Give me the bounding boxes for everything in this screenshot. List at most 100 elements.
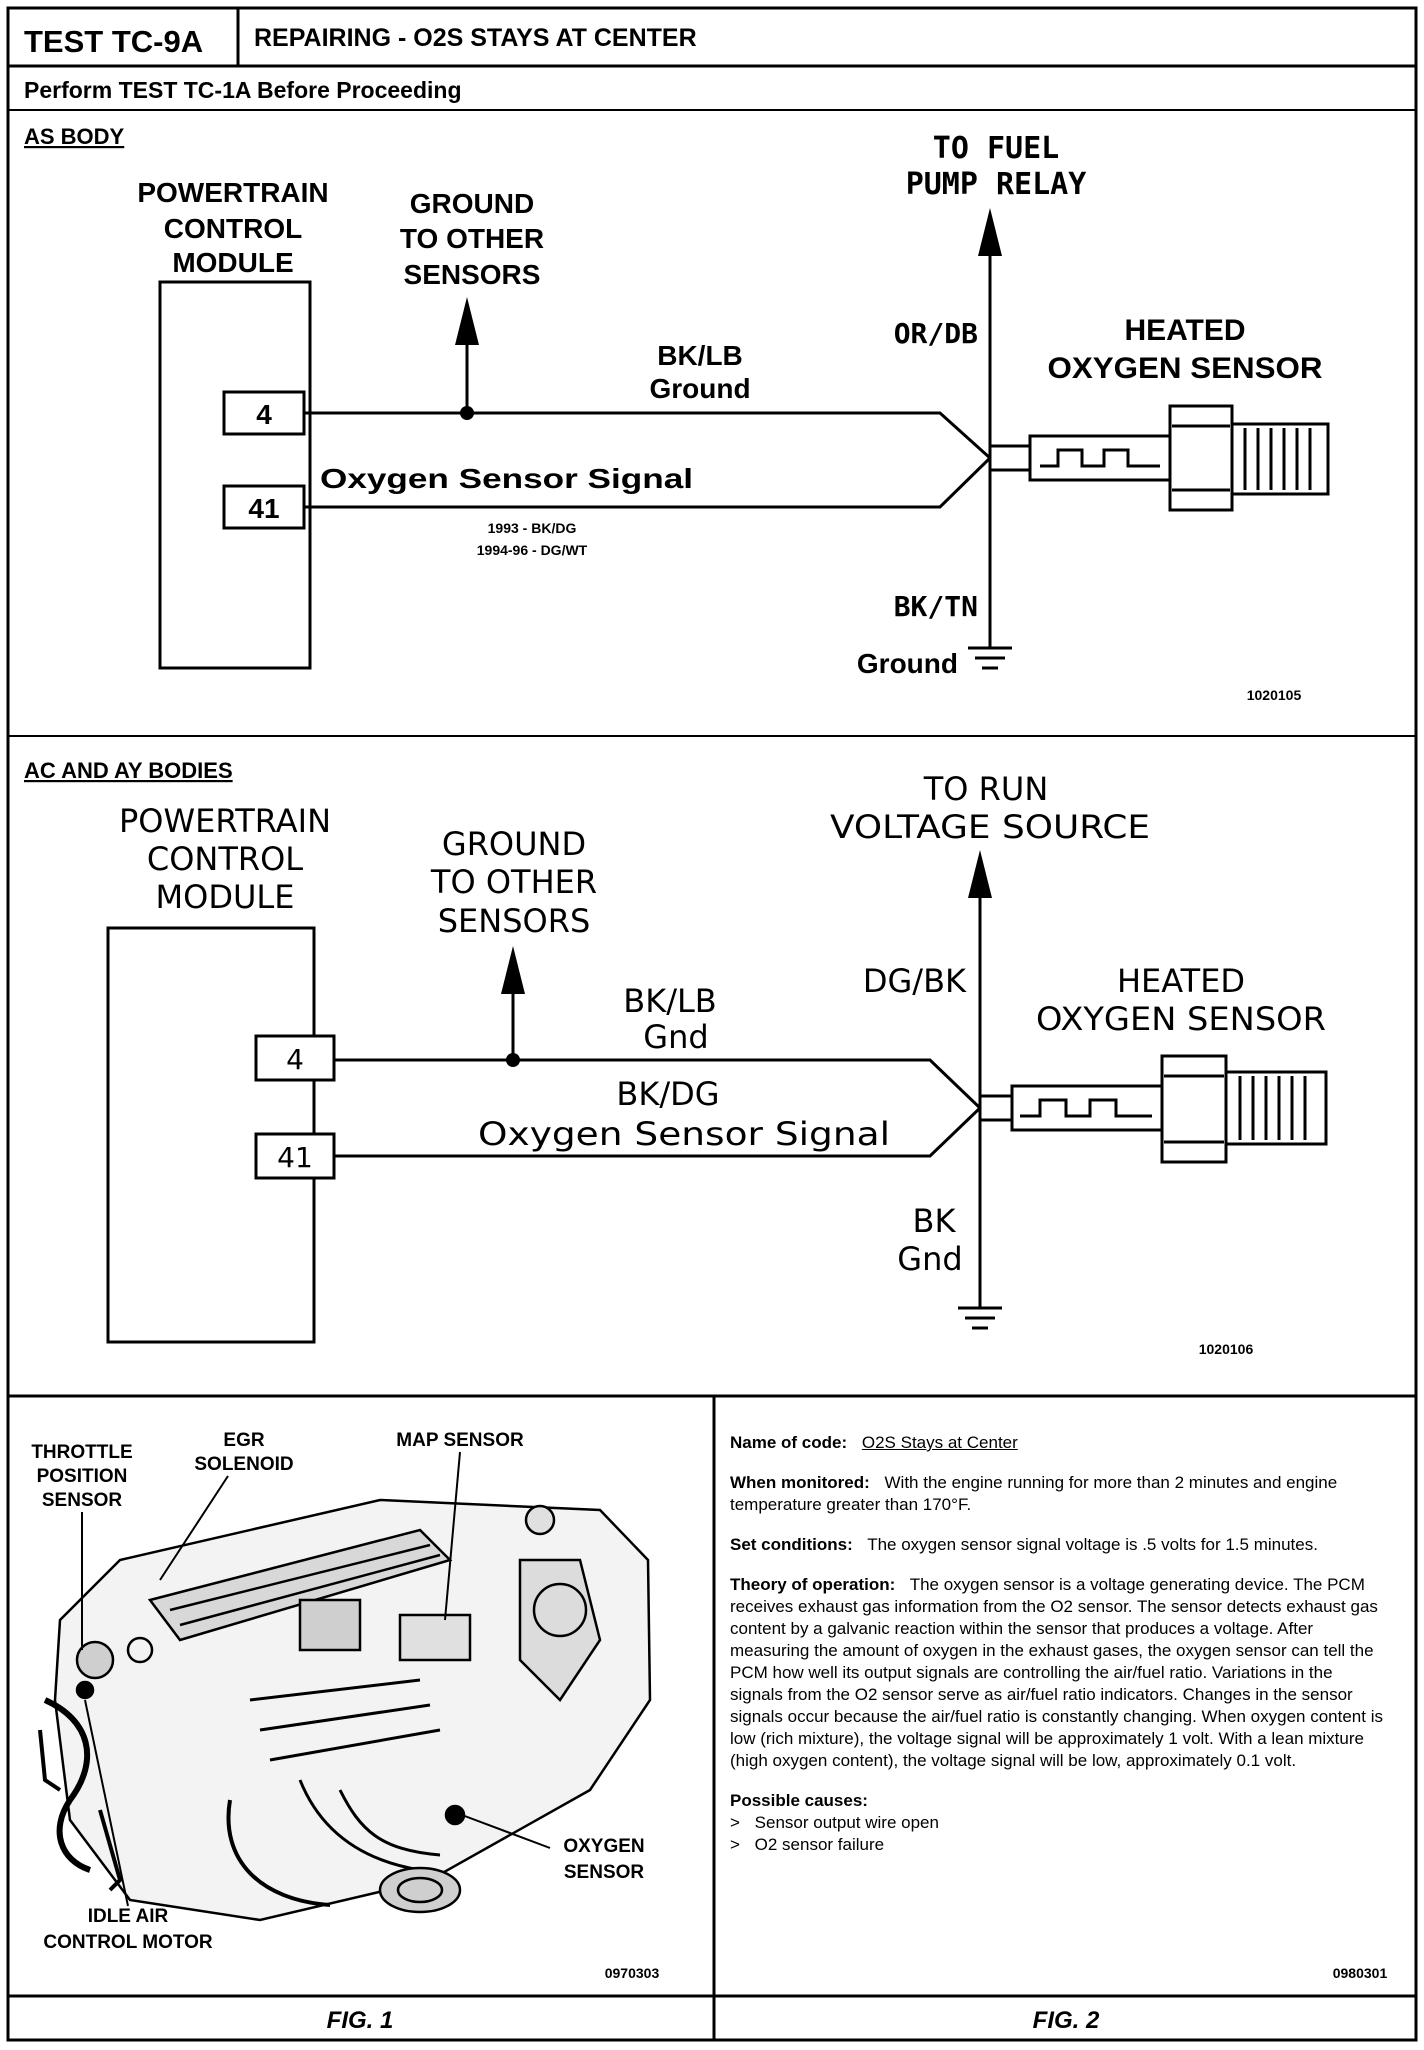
sensor-label-2: OXYGEN SENSOR <box>1048 352 1323 385</box>
test-id: TEST TC-9A <box>24 24 203 59</box>
ground-wire: BK <box>913 1202 957 1240</box>
name-of-code-value: O2S Stays at Center <box>861 1433 1018 1452</box>
power-label-1: TO FUEL <box>933 131 1059 166</box>
name-of-code: Name of code: O2S Stays at Center <box>730 1432 1390 1454</box>
power-label-2: PUMP RELAY <box>906 167 1087 202</box>
label-idle-1: IDLE AIR <box>88 1906 169 1927</box>
pin-41: 41 <box>277 1141 313 1174</box>
sensor-label-2: OXYGEN SENSOR <box>1036 1000 1326 1038</box>
pin-41: 41 <box>248 493 279 524</box>
label-egr-2: SOLENOID <box>194 1454 293 1475</box>
when-monitored-label: When monitored: <box>730 1473 870 1492</box>
engine-icon <box>38 1498 652 1922</box>
ground-label-3: SENSORS <box>404 259 541 290</box>
fig2-code-info: Name of code: O2S Stays at Center When m… <box>730 1432 1390 1856</box>
wire-bottom-name: Oxygen Sensor Signal <box>320 463 693 494</box>
ground-name: Ground <box>857 648 958 679</box>
when-monitored-value: With the engine running for more than 2 … <box>730 1473 1338 1514</box>
label-throttle-2: POSITION <box>37 1466 128 1487</box>
name-of-code-label: Name of code: <box>730 1433 848 1452</box>
ground-label-1: GROUND <box>410 188 534 219</box>
pcm-label-1: POWERTRAIN <box>119 802 331 840</box>
theory-label: Theory of operation: <box>730 1575 896 1594</box>
fig2-caption: FIG. 2 <box>1033 2007 1100 2034</box>
prerequisite: Perform TEST TC-1A Before Proceeding <box>24 77 462 103</box>
ground-label-2: TO OTHER <box>430 863 597 901</box>
wire-top <box>304 411 992 460</box>
wire-top <box>334 1058 982 1110</box>
pcm-label-2: CONTROL <box>164 213 302 244</box>
wire-bottom <box>334 1106 982 1158</box>
ground-symbol-icon <box>966 646 1014 670</box>
ground-label-1: GROUND <box>442 825 586 863</box>
up-arrow-icon <box>968 850 992 898</box>
ground-wire: BK/TN <box>894 590 978 623</box>
ground-symbol-icon <box>956 1306 1004 1330</box>
label-oxygen-2: SENSOR <box>564 1862 645 1883</box>
pcm-box <box>158 280 312 670</box>
leader-lines <box>81 1451 551 1907</box>
wire-bottom-color: BK/DG <box>616 1075 719 1113</box>
theory-value: The oxygen sensor is a voltage generatin… <box>730 1575 1383 1770</box>
ground-name: Gnd <box>897 1240 962 1278</box>
section-label: AS BODY <box>24 124 125 149</box>
pcm-label-3: MODULE <box>156 878 295 916</box>
wire-top-name: Gnd <box>643 1018 708 1056</box>
wire-top-name: Ground <box>649 373 750 404</box>
list-item: O2 sensor failure <box>730 1834 1390 1856</box>
label-throttle-1: THROTTLE <box>31 1442 132 1463</box>
figure-number: 1020105 <box>1247 687 1302 703</box>
label-throttle-3: SENSOR <box>42 1490 123 1511</box>
up-arrow-icon <box>978 208 1002 256</box>
page-border <box>6 6 1418 2042</box>
set-conditions: Set conditions: The oxygen sensor signal… <box>730 1534 1390 1556</box>
figure-number: 0970303 <box>605 1965 660 1981</box>
pin-4-box <box>254 1034 336 1082</box>
oxygen-sensor-icon <box>988 404 1330 512</box>
oxygen-sensor-icon <box>978 1054 1328 1164</box>
label-idle-2: CONTROL MOTOR <box>43 1932 213 1953</box>
wire-bottom <box>304 456 992 509</box>
pin-4: 4 <box>256 399 272 430</box>
set-conditions-label: Set conditions: <box>730 1535 853 1554</box>
up-arrow-icon <box>455 297 479 345</box>
header: TEST TC-9A REPAIRING - O2S STAYS AT CENT… <box>6 6 1418 2042</box>
set-conditions-value: The oxygen sensor signal voltage is .5 v… <box>867 1535 1318 1554</box>
power-wire: OR/DB <box>894 317 978 350</box>
power-label-2: VOLTAGE SOURCE <box>830 808 1150 846</box>
pcm-label-2: CONTROL <box>147 840 303 878</box>
sensor-label-1: HEATED <box>1117 962 1245 1000</box>
section-label: AC AND AY BODIES <box>24 758 233 783</box>
possible-causes: Possible causes: Sensor output wire open… <box>730 1790 1390 1856</box>
page-title: REPAIRING - O2S STAYS AT CENTER <box>254 24 697 52</box>
figure-number: 1020106 <box>1199 1341 1254 1357</box>
up-arrow-icon <box>501 946 525 994</box>
pcm-label-1: POWERTRAIN <box>137 177 328 208</box>
pcm-label-3: MODULE <box>172 247 293 278</box>
when-monitored: When monitored: With the engine running … <box>730 1472 1390 1516</box>
wire-top-color: BK/LB <box>657 340 743 371</box>
causes-list: Sensor output wire open O2 sensor failur… <box>730 1812 1390 1856</box>
fig1-engine-illustration: THROTTLE POSITION SENSOR EGR SOLENOID MA… <box>31 1430 659 2034</box>
diagram-ac-ay-bodies: AC AND AY BODIES POWERTRAIN CONTROL MODU… <box>24 758 1328 1357</box>
label-egr-1: EGR <box>223 1430 264 1451</box>
diagram-as-body: AS BODY POWERTRAIN CONTROL MODULE 4 41 G… <box>24 124 1330 703</box>
wire-bottom-note-1: 1993 - BK/DG <box>488 520 577 536</box>
theory-of-operation: Theory of operation: The oxygen sensor i… <box>730 1574 1390 1772</box>
pin-4: 4 <box>286 1043 304 1076</box>
wire-top-color: BK/LB <box>623 982 717 1020</box>
wire-bottom-note-2: 1994-96 - DG/WT <box>477 542 588 558</box>
power-wire: DG/BK <box>863 962 967 1000</box>
power-label-1: TO RUN <box>923 770 1049 808</box>
list-item: Sensor output wire open <box>730 1812 1390 1834</box>
wire-bottom-name: Oxygen Sensor Signal <box>478 1115 890 1153</box>
possible-causes-label: Possible causes: <box>730 1791 868 1810</box>
ground-label-3: SENSORS <box>438 902 591 940</box>
fig1-caption: FIG. 1 <box>327 2007 394 2034</box>
label-oxygen-1: OXYGEN <box>563 1836 644 1857</box>
ground-label-2: TO OTHER <box>400 223 544 254</box>
label-map: MAP SENSOR <box>396 1430 524 1451</box>
fig2-figure-number: 0980301 <box>1333 1965 1388 1981</box>
